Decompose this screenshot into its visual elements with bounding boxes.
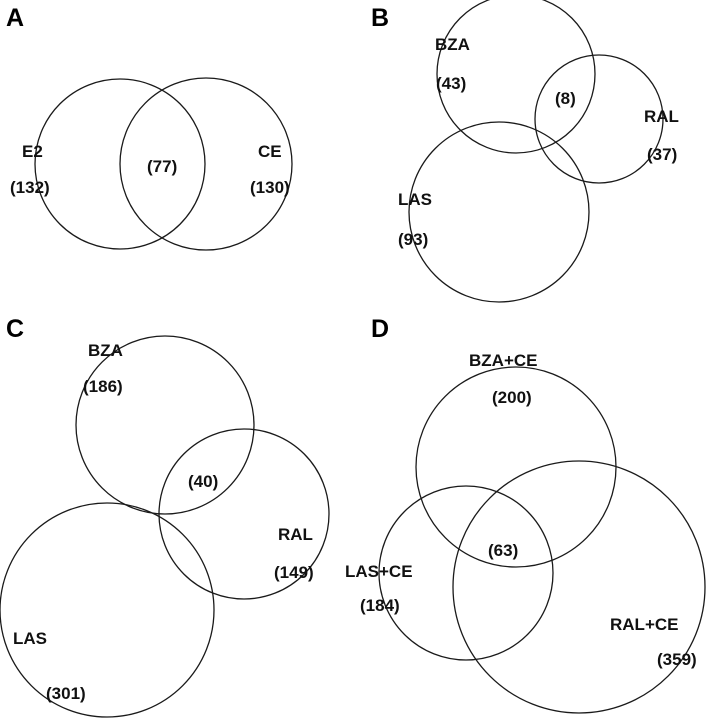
set-label-ral: RAL: [644, 107, 679, 126]
set-count-ral-ce: (359): [657, 650, 697, 669]
set-label-e2: E2: [22, 142, 43, 161]
set-label-bza-ce: BZA+CE: [469, 351, 537, 370]
set-label-ral: RAL: [278, 525, 313, 544]
set-label-ce: CE: [258, 142, 282, 161]
venn-circle-las-ce: [378, 485, 554, 661]
venn-circle-bza: [436, 0, 596, 154]
set-label-bza: BZA: [88, 341, 123, 360]
set-count-bza-ce: (200): [492, 388, 532, 407]
panel-c-letter: C: [6, 315, 24, 343]
panel-a-letter: A: [6, 4, 24, 32]
set-count-ral: (37): [647, 145, 677, 164]
set-label-las: LAS: [13, 629, 47, 648]
set-count-bza: (186): [83, 377, 123, 396]
set-count-e2: (132): [10, 178, 50, 197]
venn-circle-ral-ce: [452, 460, 706, 714]
panel-d-letter: D: [371, 315, 389, 343]
set-count-bza: (43): [436, 74, 466, 93]
panel-b: B BZA (43) (8) RAL (37) LAS (93): [371, 0, 679, 303]
venn-circle-ce: [119, 77, 293, 251]
venn-circle-e2: [34, 78, 206, 250]
set-count-ral: (149): [274, 563, 314, 582]
panel-d: D BZA+CE (200) (63) LAS+CE (184) RAL+CE …: [345, 315, 706, 714]
set-label-las-ce: LAS+CE: [345, 562, 413, 581]
venn-circle-ral: [534, 54, 664, 184]
panel-a: A E2 (132) (77) CE (130): [6, 4, 293, 251]
venn-circle-bza: [75, 335, 255, 515]
set-label-las: LAS: [398, 190, 432, 209]
set-label-bza: BZA: [435, 35, 470, 54]
intersection-count-c: (40): [188, 472, 218, 491]
panel-b-letter: B: [371, 4, 389, 32]
set-count-las: (93): [398, 230, 428, 249]
set-count-las-ce: (184): [360, 596, 400, 615]
venn-circle-las: [0, 502, 215, 718]
set-count-las: (301): [46, 684, 86, 703]
venn-circle-ral: [158, 428, 330, 600]
panel-c: C BZA (186) (40) RAL (149) LAS (301): [0, 315, 330, 718]
set-count-ce: (130): [250, 178, 290, 197]
intersection-count-b: (8): [555, 89, 576, 108]
venn-circle-las: [408, 121, 590, 303]
intersection-count-d: (63): [488, 541, 518, 560]
set-label-ral-ce: RAL+CE: [610, 615, 678, 634]
intersection-count-a: (77): [147, 157, 177, 176]
